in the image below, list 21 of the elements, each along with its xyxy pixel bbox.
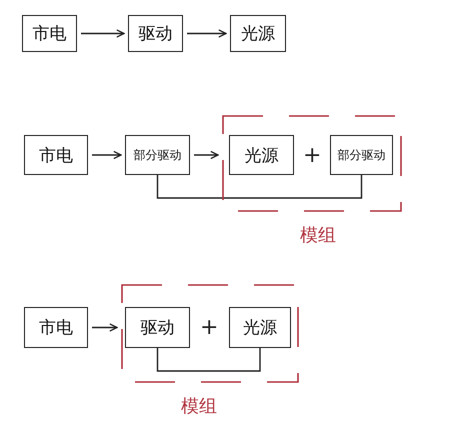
process-box: 光源	[230, 15, 286, 52]
process-box: 部分驱动	[125, 135, 190, 175]
process-box: 驱动	[125, 307, 190, 348]
module-label: 模组	[300, 224, 336, 247]
process-box: 市电	[24, 135, 88, 175]
process-box: 部分驱动	[330, 135, 393, 175]
plus-sign: +	[200, 317, 218, 339]
process-box: 光源	[229, 307, 291, 348]
plus-sign: +	[303, 145, 322, 167]
module-label: 模组	[181, 395, 217, 418]
process-box: 光源	[229, 135, 294, 175]
arrow	[81, 29, 125, 38]
process-box: 市电	[22, 15, 77, 52]
process-box: 驱动	[128, 15, 183, 52]
arrow	[92, 323, 118, 332]
arrow	[92, 150, 122, 160]
arrow	[187, 29, 227, 38]
process-box: 市电	[24, 307, 88, 348]
connector-line	[156, 175, 362, 199]
arrow	[194, 150, 219, 160]
connector-line	[156, 348, 261, 372]
